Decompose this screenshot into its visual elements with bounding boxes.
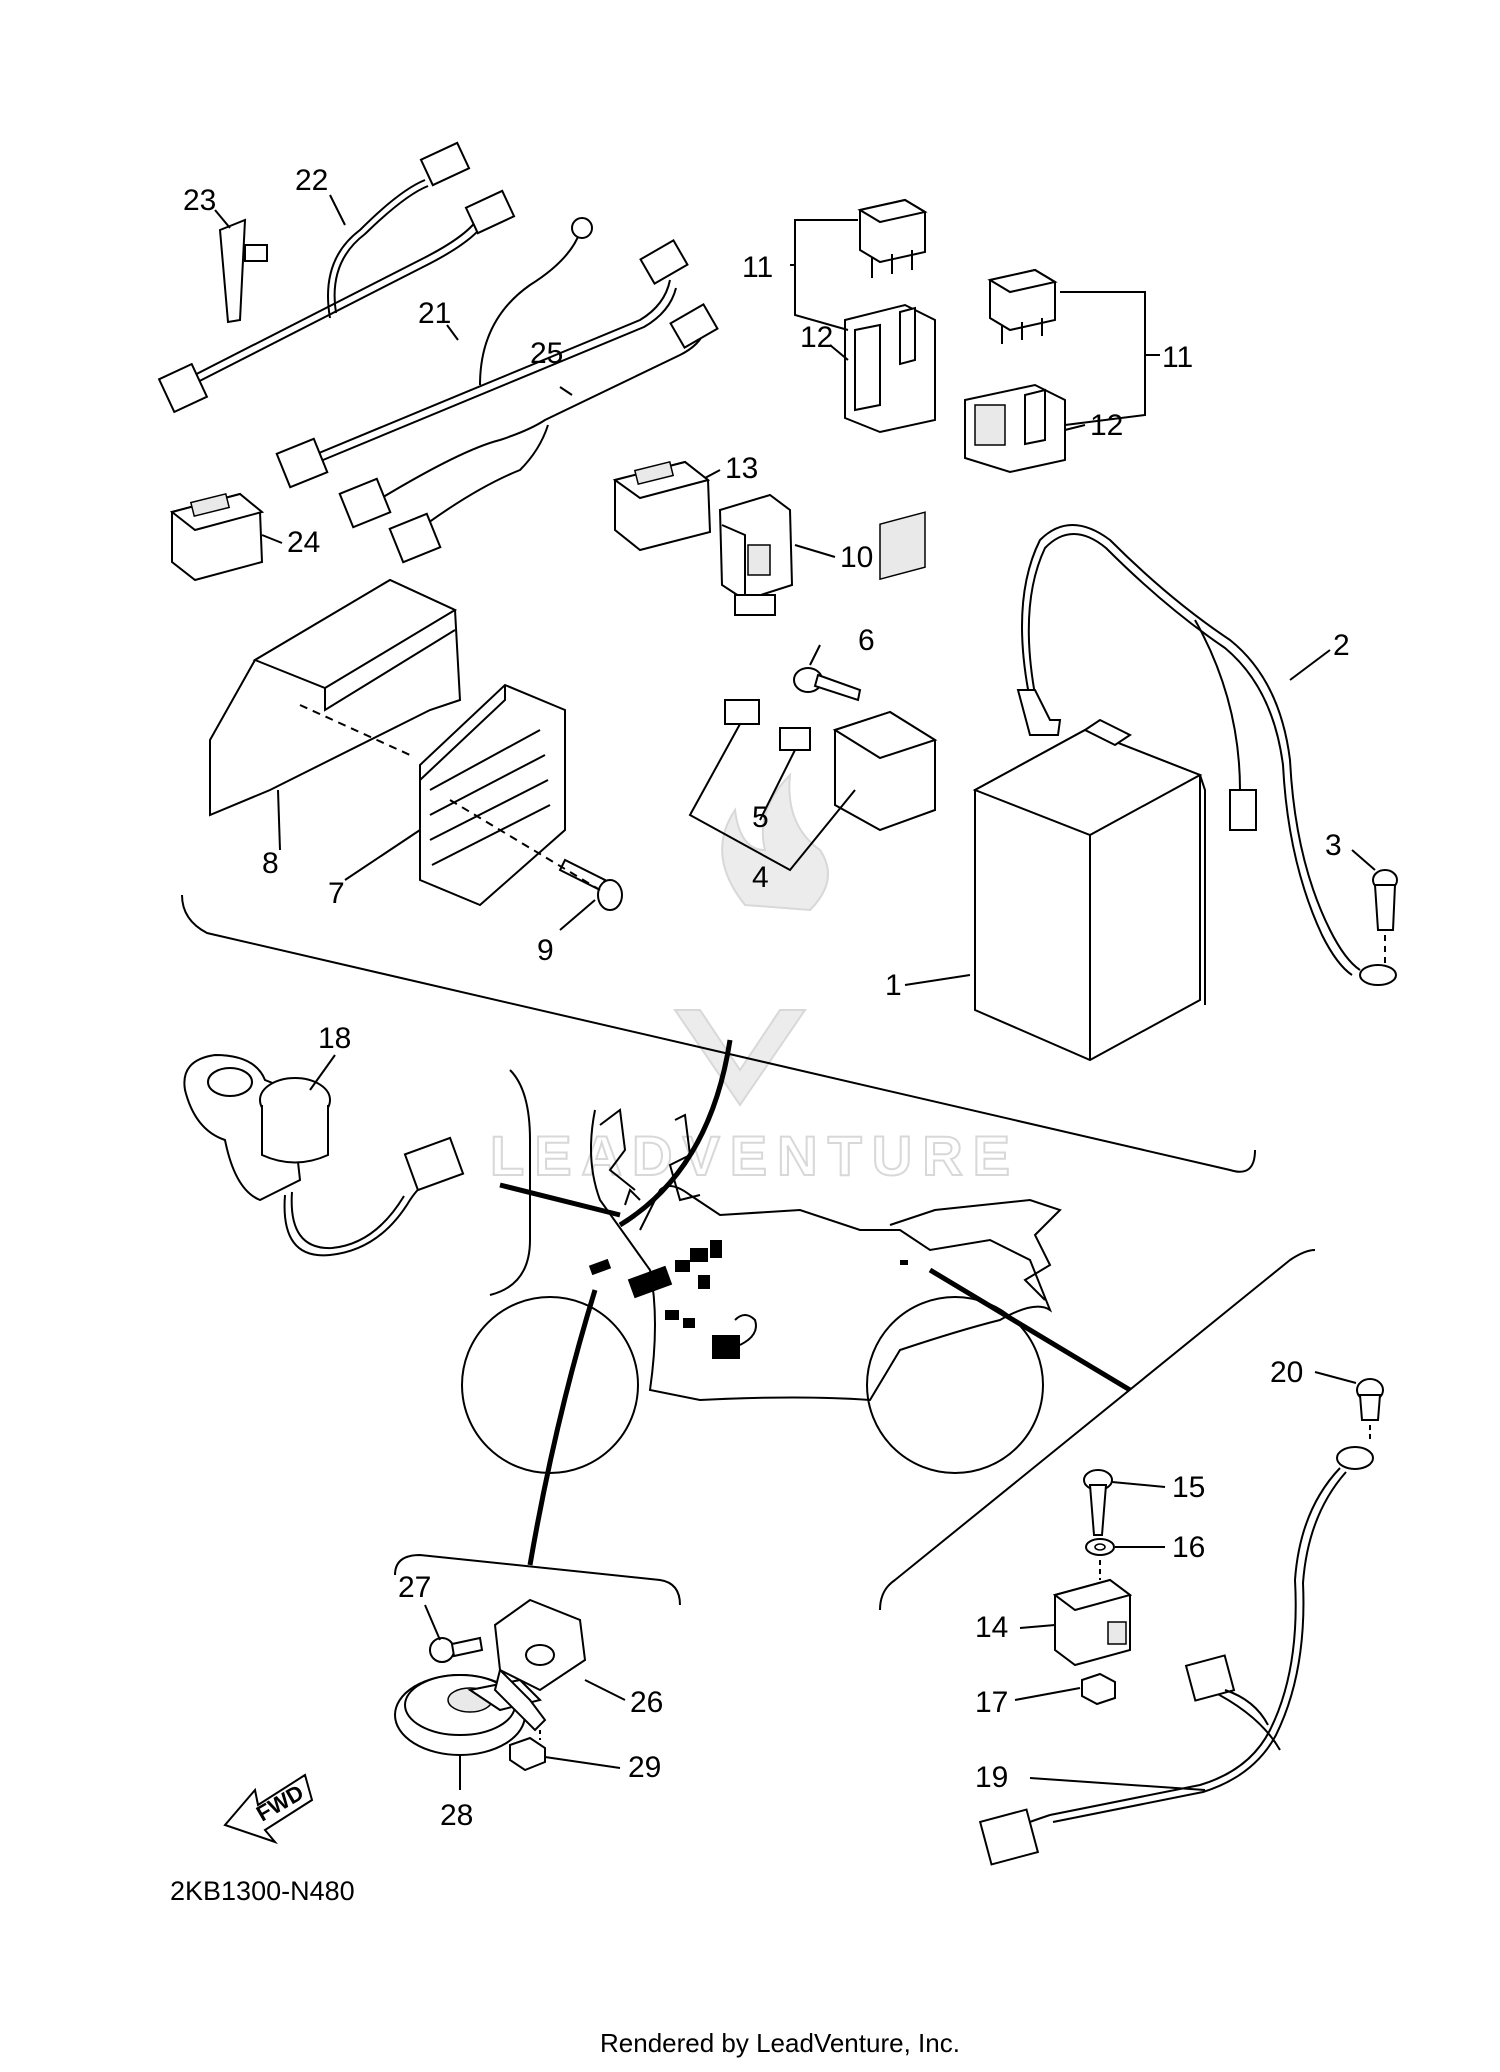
part-19-lead-wire [978,1446,1374,1866]
pointer-sensor [928,1267,1132,1393]
callout-14: 14 [975,1611,1008,1644]
callout-29: 29 [628,1751,661,1784]
callout-2: 2 [1333,629,1350,662]
callout-17: 17 [975,1686,1008,1719]
callout-18: 18 [318,1022,351,1055]
callout-27: 27 [398,1571,431,1604]
part-14-connector [1184,1654,1269,1726]
part-17-nut [1081,1672,1116,1706]
part-12-relay-holder-right [964,383,1066,474]
callout-20: 20 [1270,1356,1303,1389]
part-10-relay [718,493,794,616]
fwd-arrow-icon: FWD [223,1773,314,1845]
footer-credit: Rendered by LeadVenture, Inc. [600,2028,960,2058]
part-26-horn-bracket [493,1598,587,1732]
callout-1: 1 [885,969,902,1002]
callout-12a: 12 [800,321,833,354]
drawing-code: 2KB1300-N480 [170,1876,355,1906]
callout-12b: 12 [1090,409,1123,442]
callout-9: 9 [537,934,554,967]
callout-13: 13 [725,452,758,485]
pointer-socket [499,1182,621,1218]
callout-4: 4 [752,861,769,894]
part-20-bolt [1356,1378,1384,1440]
part-23-cable-tie [218,218,268,324]
motorcycle-outline [461,1108,1062,1474]
upper-group-bracket [181,894,1256,1173]
watermark-text: LEADVENTURE [490,1124,1020,1187]
callout-22: 22 [295,164,328,197]
callout-24: 24 [287,526,320,559]
part-1-battery [972,718,1206,1062]
callout-16: 16 [1172,1531,1205,1564]
part-4-5-leader-lines [688,723,856,872]
part-3-bolt [1372,869,1398,965]
part-22-sub-wire-harness [157,141,516,414]
callout-11a: 11 [742,251,773,284]
part-12-relay-holder-left [844,303,936,434]
callout-8: 8 [262,847,279,880]
leader-lines [214,194,1376,1791]
callout-25: 25 [530,337,563,370]
part-11-relay-right [987,268,1058,344]
part-21-lead-wire [275,217,689,489]
callout-28: 28 [440,1799,473,1832]
part-7-rectifier-regulator [419,683,566,907]
part-25-lead-wire [338,303,719,564]
callout-15: 15 [1172,1471,1205,1504]
horn-group-bracket [394,1553,681,1606]
callout-26: 26 [630,1686,663,1719]
part-24-relay [169,492,265,582]
part-13-relay [612,460,712,552]
watermark: LEADVENTURE [489,772,1020,1188]
part-4-starter-relay [832,511,938,832]
part-16-washer [1085,1538,1115,1580]
sensor-group-bracket [879,1249,1316,1611]
callout-6: 6 [858,624,875,657]
assembly-line [299,704,601,891]
callout-11b: 11 [1162,341,1193,374]
part-8-cover [209,578,462,817]
part-6-bolt [793,667,862,702]
part-5-fuse [724,699,811,751]
part-11-relay-left [857,198,928,278]
callout-3: 3 [1325,829,1342,862]
callout-19: 19 [975,1761,1008,1794]
callout-21: 21 [418,297,451,330]
part-15-screw [1083,1469,1113,1536]
part-14-sensor [1052,1578,1133,1667]
part-9-bolt [558,858,623,911]
callout-7: 7 [328,877,345,910]
part-27-bolt [429,1636,484,1663]
pointer-horn [527,1289,598,1566]
pointer-upper [618,1039,733,1228]
part-2-battery-cable [1016,524,1397,986]
callout-5: 5 [752,801,769,834]
part-29-nut [509,1736,546,1772]
part-18-dc-socket [183,1053,465,1257]
callout-23: 23 [183,184,216,217]
callout-10: 10 [840,541,873,574]
callout-numbers: 1 2 3 4 5 6 7 8 9 10 11 12 11 12 13 14 1… [183,164,1350,1832]
